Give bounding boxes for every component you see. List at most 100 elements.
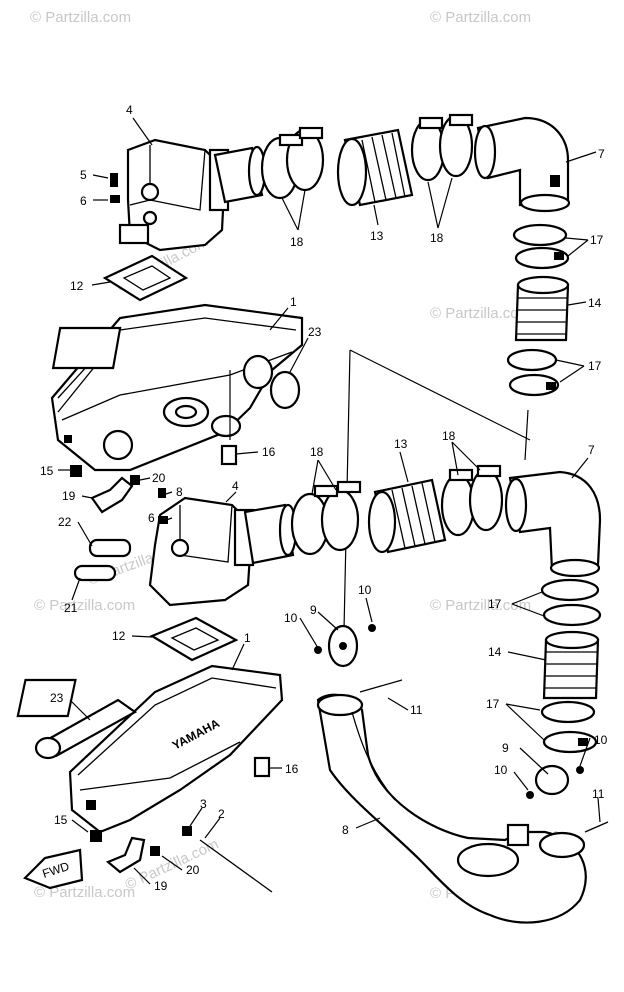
nut-10-c <box>526 791 534 799</box>
connection-line <box>349 349 531 441</box>
upper-clamps-17-b <box>506 348 560 397</box>
callout-9-top: 9 <box>310 603 317 617</box>
callout-10-bottom-right: 10 <box>594 733 608 747</box>
upper-gasket <box>102 254 189 302</box>
upper-exhaust-manifold <box>50 303 304 472</box>
callout-20-upper: 20 <box>152 471 166 485</box>
callout-13-upper: 13 <box>370 229 384 243</box>
callout-1-upper: 1 <box>290 295 297 309</box>
callout-5-upper: 5 <box>80 168 87 182</box>
upper-clamps-left <box>260 126 325 200</box>
fitting-16-lower <box>253 756 271 778</box>
plug-15-lower <box>90 830 102 842</box>
upper-gasket-23 <box>269 370 301 410</box>
callout-7-middle: 7 <box>588 443 595 457</box>
callout-8-upper: 8 <box>176 485 183 499</box>
lower-clamps-17-a <box>540 578 602 627</box>
callout-8-lower: 8 <box>342 823 349 837</box>
callout-10-bottom-left: 10 <box>494 763 508 777</box>
washer-6-lower <box>158 516 168 524</box>
callout-23-upper: 23 <box>308 325 322 339</box>
connection-line <box>524 409 529 461</box>
pin-11-bottom <box>584 821 609 833</box>
callout-23-lower: 23 <box>50 691 64 705</box>
lower-clamps-left <box>290 480 362 556</box>
lower-clamps-right <box>440 464 504 537</box>
callout-4-upper: 4 <box>126 103 133 117</box>
lower-bellows-hose <box>542 630 600 700</box>
callout-6-middle: 6 <box>148 511 155 525</box>
bolt-5-upper <box>110 173 118 187</box>
callout-20-lower: 20 <box>186 863 200 877</box>
upper-elbow-pipe <box>473 116 571 213</box>
mount-block <box>506 823 530 847</box>
upper-clamps-17-a <box>512 223 570 270</box>
callout-numbers: 4 5 6 18 13 18 7 17 14 12 1 23 17 15 20 … <box>40 103 608 893</box>
callout-2: 2 <box>218 807 225 821</box>
callout-18-upper-left: 18 <box>290 235 304 249</box>
bolt-2 <box>199 839 273 893</box>
watermark: © Partzilla.com <box>430 9 531 26</box>
fitting-19-lower <box>105 836 146 874</box>
bolt-5-lower <box>158 488 166 498</box>
callout-12-upper: 12 <box>70 279 84 293</box>
callout-19-upper: 19 <box>62 489 76 503</box>
washer-6-upper <box>110 195 120 203</box>
washer-3 <box>182 826 192 836</box>
lower-exhaust-joint <box>148 496 255 607</box>
callout-11-top: 11 <box>410 703 423 717</box>
nut-10-a <box>314 646 322 654</box>
callout-7-upper: 7 <box>598 147 605 161</box>
lower-elbow-pipe <box>504 470 602 578</box>
water-lock-pipe <box>316 693 587 924</box>
fitting-22 <box>88 538 132 558</box>
fitting-16-upper <box>220 444 238 466</box>
callout-leaders <box>58 117 601 885</box>
callout-13-middle: 13 <box>394 437 408 451</box>
callout-15-lower: 15 <box>54 813 68 827</box>
callout-4-middle: 4 <box>232 479 239 493</box>
callout-18-middle-left: 18 <box>310 445 324 459</box>
cap-20-upper <box>130 475 140 485</box>
watermark: © Partzilla.com <box>430 305 531 322</box>
upper-hose <box>336 128 414 207</box>
callout-17-upper-a: 17 <box>590 233 604 247</box>
lower-exhaust-manifold: YAMAHA <box>16 664 284 834</box>
callout-21: 21 <box>64 601 78 615</box>
callout-17-lower-b: 17 <box>486 697 500 711</box>
callout-9-bottom: 9 <box>502 741 509 755</box>
callout-15-upper: 15 <box>40 464 54 478</box>
callout-16-upper: 16 <box>262 445 276 459</box>
upper-pipe-short <box>213 145 267 204</box>
callout-6-upper: 6 <box>80 194 87 208</box>
callout-22: 22 <box>58 515 72 529</box>
upper-clamps-right <box>410 113 474 182</box>
watermark: © Partzilla.com <box>34 597 135 614</box>
callout-19-lower: 19 <box>154 879 168 893</box>
watermark: © Partzilla.com <box>430 597 531 614</box>
fitting-19-upper <box>90 476 134 514</box>
watermark: © Partzilla.com <box>30 9 131 26</box>
callout-16-lower: 16 <box>285 762 299 776</box>
upper-exhaust-joint <box>118 138 230 252</box>
lower-clamps-17-b <box>540 700 598 754</box>
callout-11-bottom: 11 <box>592 787 605 801</box>
flange-9-top <box>327 624 359 668</box>
callout-18-upper-right: 18 <box>430 231 444 245</box>
fitting-21 <box>73 564 117 582</box>
callout-10-top-right: 10 <box>358 583 372 597</box>
callout-10-top-left: 10 <box>284 611 298 625</box>
plug-15-upper <box>70 465 82 477</box>
forward-arrow: FWD <box>23 848 84 890</box>
lower-gasket-23 <box>34 698 138 760</box>
lower-gasket <box>149 616 239 662</box>
nut-10-b <box>368 624 376 632</box>
cap-20-lower <box>150 846 160 856</box>
lower-pipe-short <box>243 503 298 565</box>
callout-14-upper: 14 <box>588 296 602 310</box>
nut-10-d <box>576 766 584 774</box>
callout-17-lower-a: 17 <box>488 597 502 611</box>
lower-hose <box>367 478 447 554</box>
watermark: © Partzilla.com <box>34 884 135 901</box>
